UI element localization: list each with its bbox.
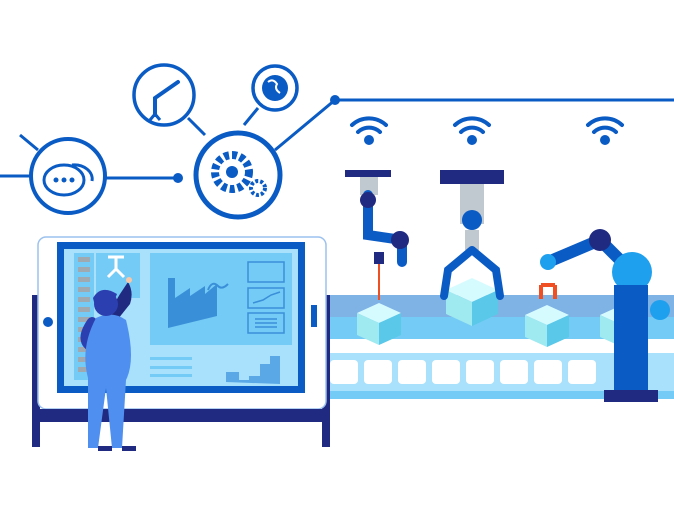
factory-icon bbox=[168, 278, 217, 328]
wifi-icon bbox=[350, 116, 624, 145]
chat-icon bbox=[29, 137, 107, 215]
globe-icon bbox=[251, 64, 299, 112]
tablet-display bbox=[32, 236, 330, 447]
robot-arm-gripper bbox=[440, 170, 504, 300]
person-figure bbox=[80, 277, 136, 451]
gears-icon bbox=[193, 130, 283, 220]
robot-arm-industrial bbox=[539, 229, 670, 402]
robot-arm-icon bbox=[132, 63, 196, 127]
robot-arm-laser bbox=[345, 170, 409, 300]
chart-icon bbox=[226, 356, 280, 384]
